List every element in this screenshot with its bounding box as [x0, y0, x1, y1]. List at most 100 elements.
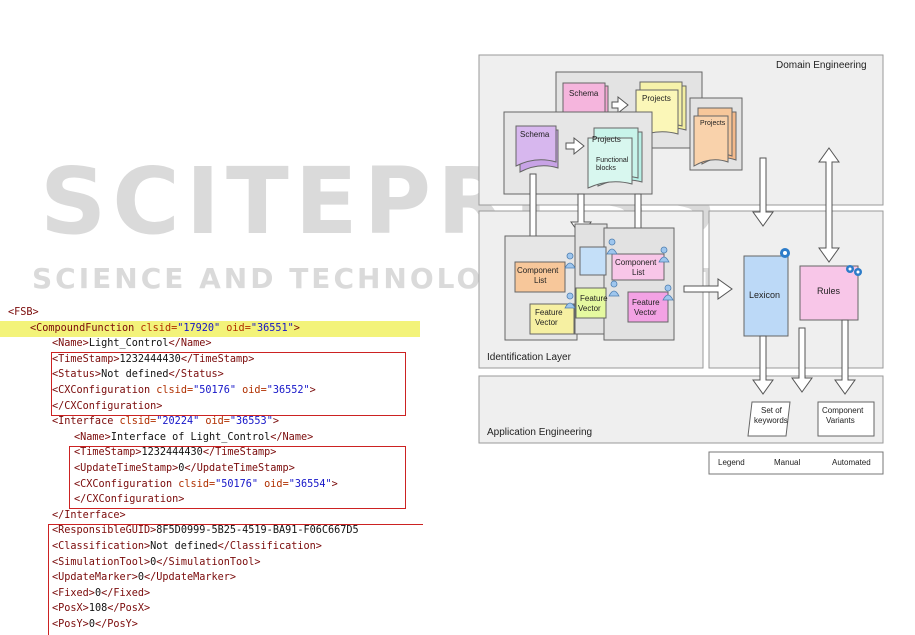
- xml-token: <UpdateTimeStamp>: [74, 463, 179, 474]
- variants-box: [817, 401, 875, 437]
- xml-token: 0: [94, 587, 102, 599]
- xml-token: Interface of Light_Control: [110, 431, 271, 443]
- xml-token: "36553": [229, 416, 273, 428]
- xml-token: </SimulationTool>: [156, 556, 261, 568]
- xml-token: "20224": [156, 416, 200, 428]
- xml-line: <PosX>108</PosX>: [52, 601, 150, 617]
- feature-vector-1-line1: Feature: [535, 308, 563, 317]
- xml-line: <Classification>Not defined</Classificat…: [52, 539, 322, 555]
- xml-line: <TimeStamp>1232444430</TimeStamp>: [74, 445, 276, 461]
- xml-token: 0: [137, 572, 145, 584]
- xml-token: </Interface>: [52, 509, 126, 521]
- xml-token: 8F5D0999-5B25-4519-BA91-F06C667D5: [156, 525, 359, 537]
- rules-box: [799, 265, 859, 321]
- identification-layer-label: Identification Layer: [487, 352, 571, 363]
- keywords-box: [747, 401, 791, 437]
- xml-token: </PosX>: [107, 603, 151, 615]
- xml-token: </Fixed>: [101, 587, 151, 599]
- xml-token: clsid=: [119, 416, 157, 428]
- legend-automated: Automated: [832, 458, 871, 467]
- feature-vector-2-line2: Vector: [578, 304, 601, 313]
- feature-vector-3-line2: Vector: [634, 308, 657, 317]
- rules-label: Rules: [817, 286, 841, 296]
- xml-line: <SimulationTool>0</SimulationTool>: [52, 555, 261, 571]
- xml-line: <UpdateMarker>0</UpdateMarker>: [52, 570, 236, 586]
- xml-token: >: [272, 416, 279, 428]
- xml-line: </CXConfiguration>: [74, 492, 184, 508]
- variants-line1: Component: [822, 406, 864, 415]
- feature-vector-1: [529, 303, 575, 335]
- xml-token: <Classification>: [52, 541, 151, 552]
- xml-token: 0: [178, 463, 185, 474]
- domain-engineering-label: Domain Engineering: [776, 60, 867, 71]
- xml-line: <ResponsibleGUID>8F5D0999-5B25-4519-BA91…: [52, 523, 359, 539]
- xml-line: <Fixed>0</Fixed>: [52, 586, 150, 602]
- xml-token: <Fixed>: [52, 587, 95, 599]
- xml-token: clsid=: [156, 385, 194, 396]
- component-list-1-line1: Component: [517, 266, 559, 275]
- component-list-3-line2: List: [632, 268, 645, 277]
- xml-line: <UpdateTimeStamp>0</UpdateTimeStamp>: [74, 461, 295, 477]
- xml-token: <PosY>: [52, 619, 89, 630]
- xml-line: <CXConfiguration clsid="50176" oid="3655…: [52, 383, 316, 399]
- xml-token: "36552": [266, 385, 310, 396]
- xml-line: <Name>Light_Control</Name>: [52, 336, 211, 352]
- xml-token: <CXConfiguration: [52, 385, 157, 396]
- xml-token: Not defined: [101, 369, 169, 381]
- xml-token: <ResponsibleGUID>: [52, 525, 157, 537]
- xml-token: <CompoundFunction: [30, 322, 141, 334]
- xml-token: >: [293, 322, 300, 334]
- xml-token: <TimeStamp>: [74, 447, 142, 459]
- red-box-interface-block: [69, 446, 406, 509]
- highlight-compound-function: [0, 321, 420, 337]
- xml-token: oid=: [220, 322, 251, 334]
- xml-token: </Classification>: [217, 541, 322, 552]
- xml-token: </CXConfiguration>: [74, 494, 185, 506]
- xml-token: Not defined: [150, 541, 218, 552]
- feature-vector-3: [627, 291, 669, 323]
- xml-line: <FSB>: [8, 305, 39, 321]
- xml-token: <UpdateMarker>: [52, 572, 138, 584]
- application-engineering-panel: [478, 375, 884, 444]
- schema-doc-front: [515, 125, 559, 173]
- xml-token: oid=: [258, 478, 289, 490]
- xml-token: <PosX>: [52, 603, 89, 615]
- legend-box: [708, 451, 884, 475]
- arrow-to-lexicon: [683, 278, 733, 300]
- red-box-timestamp-block: [51, 352, 406, 416]
- xml-line: <TimeStamp>1232444430</TimeStamp>: [52, 352, 254, 368]
- xml-token: <Interface: [52, 416, 120, 428]
- xml-token: </TimeStamp>: [180, 353, 255, 365]
- component-list-1-line2: List: [534, 276, 547, 285]
- schema-back-label: Schema: [569, 89, 599, 98]
- keywords-line2: keywords: [754, 416, 788, 425]
- xml-line: <Status>Not defined</Status>: [52, 367, 224, 383]
- functional-label: Functional: [596, 157, 629, 164]
- projects-back-orange-label: Projects: [700, 120, 726, 127]
- xml-token: "50176": [193, 385, 237, 396]
- xml-token: 0: [150, 556, 157, 568]
- xml-token: 108: [88, 603, 108, 615]
- legend-manual: Manual: [774, 458, 801, 467]
- xml-token: </UpdateMarker>: [144, 572, 237, 584]
- xml-token: </PosY>: [94, 619, 138, 630]
- xml-line: <CXConfiguration clsid="50176" oid="3655…: [74, 477, 338, 493]
- xml-token: </UpdateTimeStamp>: [184, 463, 295, 474]
- xml-token: "36554": [288, 478, 332, 490]
- xml-token: 1232444430: [141, 447, 203, 459]
- xml-token: "50176": [215, 478, 259, 490]
- xml-token: <Name>: [74, 431, 111, 443]
- xml-token: </CXConfiguration>: [52, 400, 163, 412]
- projects-doc-back-orange: [693, 107, 737, 167]
- xml-token: <Name>: [52, 338, 89, 350]
- arrows-down-application: [752, 319, 856, 395]
- xml-token: </Name>: [270, 431, 314, 443]
- xml-token: <Status>: [52, 369, 102, 381]
- xml-token: >: [331, 478, 338, 490]
- projects-front-label: Projects: [592, 135, 621, 144]
- xml-line: <CompoundFunction clsid="17920" oid="365…: [30, 321, 300, 337]
- xml-token: <TimeStamp>: [52, 353, 120, 365]
- variants-line2: Variants: [826, 416, 855, 425]
- feature-vector-3-line1: Feature: [632, 298, 660, 307]
- xml-token: </TimeStamp>: [202, 447, 277, 459]
